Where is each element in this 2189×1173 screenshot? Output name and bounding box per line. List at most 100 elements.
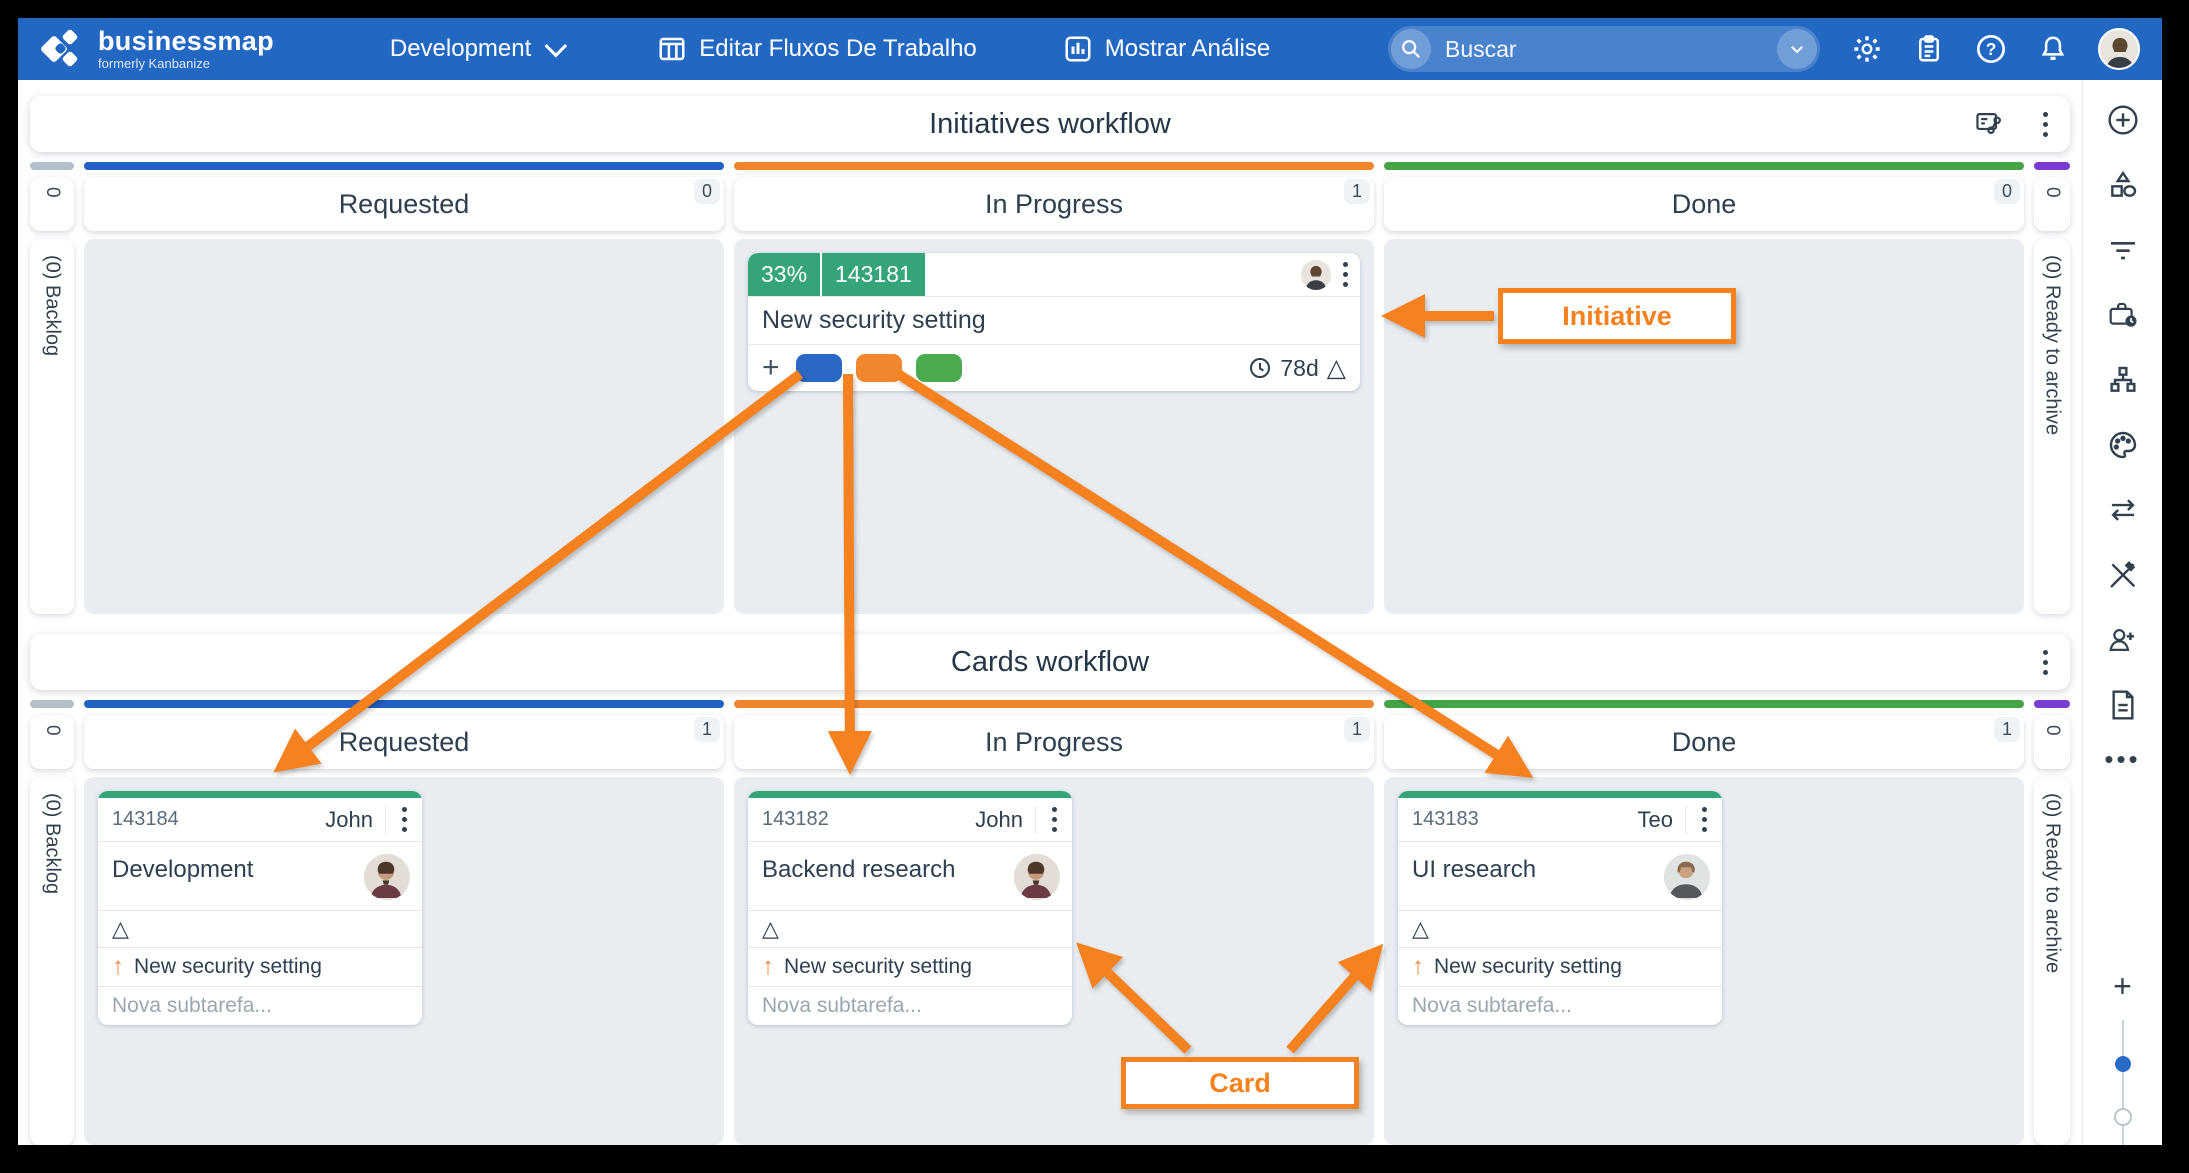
- show-analytics-button[interactable]: Mostrar Análise: [1063, 34, 1270, 64]
- initiative-title[interactable]: New security setting: [748, 297, 1360, 345]
- zoom-slider[interactable]: [2113, 1020, 2132, 1145]
- column-bar-inprogress: [734, 700, 1374, 708]
- card-title[interactable]: UI research: [1412, 856, 1537, 883]
- cards-column-inprogress[interactable]: In Progress 1: [734, 715, 1374, 769]
- invite-user-icon[interactable]: [2107, 624, 2139, 656]
- initiatives-column-inprogress[interactable]: In Progress 1: [734, 177, 1374, 231]
- zoom-control: +: [2083, 970, 2162, 1145]
- shapes-icon[interactable]: [2107, 169, 2139, 201]
- card-id: 143184: [112, 808, 179, 830]
- parent-initiative-link[interactable]: ↑ New security setting: [98, 947, 422, 986]
- assignee-avatar: [1014, 854, 1060, 900]
- search-icon[interactable]: [1391, 29, 1431, 69]
- clipboard-icon[interactable]: [1912, 32, 1946, 66]
- card-kebab-icon[interactable]: [1046, 801, 1063, 838]
- progress-badge: 33%: [748, 253, 821, 296]
- initiatives-backlog-count[interactable]: 0: [30, 177, 74, 231]
- card-color-bar: [98, 791, 422, 798]
- child-card-pill-blue[interactable]: [795, 354, 842, 382]
- backlog-label: (0) Backlog: [41, 255, 64, 357]
- task-card[interactable]: 143183 Teo UI research: [1398, 791, 1722, 1025]
- initiative-kebab-icon[interactable]: [1337, 256, 1354, 293]
- cards-column-requested[interactable]: Requested 1: [84, 715, 724, 769]
- initiatives-menu-kebab-icon[interactable]: [2037, 106, 2054, 143]
- card-title[interactable]: Backend research: [762, 856, 956, 883]
- logo-icon: [39, 27, 86, 71]
- zoom-slider-stop[interactable]: [2113, 1108, 2132, 1126]
- analytics-icon: [1065, 36, 1091, 62]
- cards-archive-lane[interactable]: (0) Ready to archive: [2034, 777, 2070, 1145]
- initiatives-archive-lane[interactable]: (0) Ready to archive: [2034, 239, 2070, 614]
- lane-bar: [2034, 162, 2070, 170]
- add-child-icon[interactable]: +: [762, 351, 780, 384]
- card-assignee: Teo: [1637, 806, 1673, 832]
- zoom-in-icon[interactable]: +: [2113, 968, 2132, 1004]
- workflow-settings-icon[interactable]: [1975, 108, 2007, 140]
- bell-icon[interactable]: [2036, 32, 2070, 66]
- search-box[interactable]: [1388, 26, 1820, 72]
- task-card[interactable]: 143182 John Backend research: [748, 791, 1072, 1025]
- svg-text:?: ?: [1986, 39, 1997, 59]
- cards-backlog-lane[interactable]: (0) Backlog: [30, 777, 74, 1145]
- filter-icon[interactable]: [2107, 234, 2139, 266]
- initiatives-backlog-lane[interactable]: (0) Backlog: [30, 239, 74, 614]
- more-icon[interactable]: •••: [2104, 744, 2141, 774]
- new-subtask-field[interactable]: Nova subtarefa...: [1398, 986, 1722, 1025]
- cards-menu-kebab-icon[interactable]: [2037, 644, 2054, 681]
- time-tracking-icon[interactable]: [2107, 299, 2139, 331]
- child-card-pill-orange[interactable]: [855, 354, 902, 382]
- navbar: businessmap formerly Kanbanize Developme…: [18, 18, 2162, 80]
- initiatives-column-done[interactable]: Done 0: [1384, 177, 2024, 231]
- parent-arrow-icon: ↑: [112, 953, 124, 980]
- task-card[interactable]: 143184 John Development: [98, 791, 422, 1025]
- ready-to-archive-label: (0) Ready to archive: [2041, 255, 2064, 436]
- board-selector[interactable]: Development: [390, 34, 568, 63]
- zoom-slider-handle[interactable]: [2114, 1056, 2131, 1072]
- cards-backlog-count[interactable]: 0: [30, 715, 74, 769]
- column-title: In Progress: [984, 188, 1124, 219]
- logo-title: businessmap: [98, 26, 274, 56]
- board-area: Initiatives workflow 0: [18, 80, 2082, 1145]
- board-columns-icon: [659, 37, 685, 61]
- card-kebab-icon[interactable]: [1696, 801, 1713, 838]
- card-id: 143182: [762, 808, 829, 830]
- search-input[interactable]: [1431, 35, 1777, 63]
- edit-workflows-button[interactable]: Editar Fluxos De Trabalho: [657, 34, 977, 64]
- column-bar-done: [1384, 700, 2024, 708]
- parent-initiative-link[interactable]: ↑ New security setting: [748, 947, 1072, 986]
- child-card-pill-green[interactable]: [915, 354, 962, 382]
- search-scope-dropdown[interactable]: [1777, 29, 1817, 69]
- gear-icon[interactable]: [1850, 32, 1884, 66]
- new-subtask-field[interactable]: Nova subtarefa...: [748, 986, 1072, 1025]
- initiatives-inprogress-body: 33% 143181 New security: [734, 239, 1374, 614]
- cycle-time: 78d: [1280, 354, 1319, 381]
- swap-icon[interactable]: [2107, 494, 2139, 526]
- initiatives-column-requested[interactable]: Requested 0: [84, 177, 724, 231]
- column-count: 1: [1343, 179, 1370, 204]
- card-color-bar: [748, 791, 1072, 798]
- document-icon[interactable]: [2107, 689, 2139, 721]
- priority-triangle-icon: △: [762, 916, 779, 941]
- initiatives-archive-count[interactable]: 0: [2034, 177, 2070, 231]
- user-avatar[interactable]: [2098, 28, 2140, 70]
- cards-column-done[interactable]: Done 1: [1384, 715, 2024, 769]
- add-circle-icon[interactable]: [2107, 104, 2139, 136]
- new-subtask-field[interactable]: Nova subtarefa...: [98, 986, 422, 1025]
- column-bar-requested: [84, 700, 724, 708]
- edit-workflows-label: Editar Fluxos De Trabalho: [699, 35, 977, 62]
- column-title: Done: [1671, 188, 1737, 219]
- palette-icon[interactable]: [2107, 429, 2139, 461]
- edit-tools-icon[interactable]: [2107, 559, 2139, 591]
- initiative-id-badge: 143181: [822, 253, 925, 296]
- lane-bar: [2034, 700, 2070, 708]
- card-title[interactable]: Development: [112, 856, 254, 883]
- initiative-card[interactable]: 33% 143181 New security: [748, 253, 1360, 391]
- initiatives-requested-body: [84, 239, 724, 614]
- cards-archive-count[interactable]: 0: [2034, 715, 2070, 769]
- lane-bar: [30, 700, 74, 708]
- card-kebab-icon[interactable]: [396, 801, 413, 838]
- help-icon[interactable]: ?: [1974, 32, 2008, 66]
- hierarchy-icon[interactable]: [2107, 364, 2139, 396]
- column-title: Requested: [338, 726, 470, 757]
- parent-initiative-link[interactable]: ↑ New security setting: [1398, 947, 1722, 986]
